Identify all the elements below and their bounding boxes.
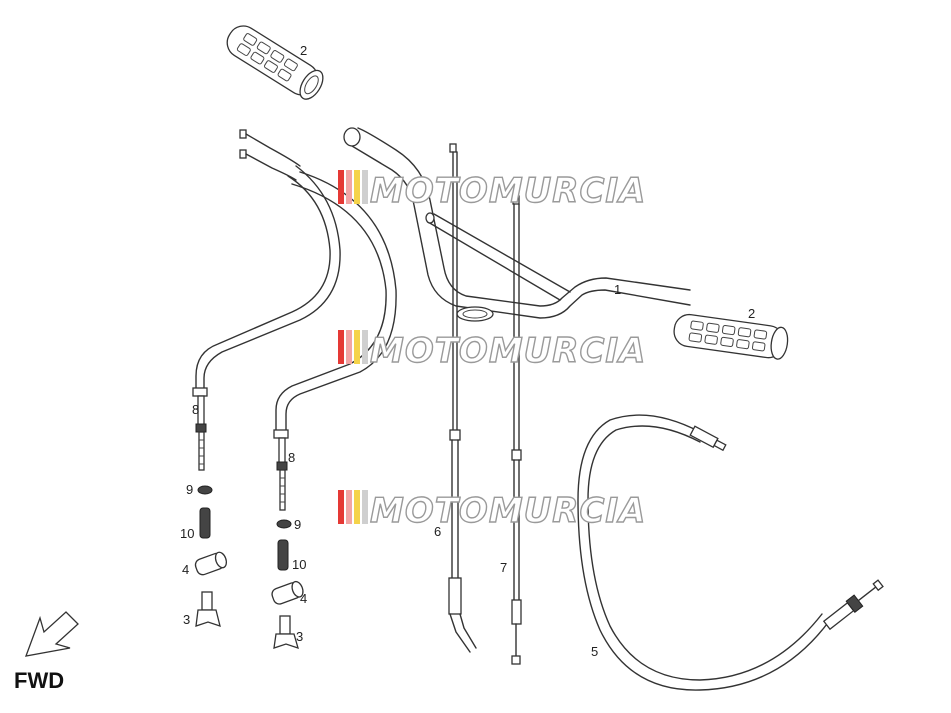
- label-cable-5: 5: [591, 644, 598, 659]
- label-nut-right: 9: [294, 517, 301, 532]
- label-cable-7: 7: [500, 560, 507, 575]
- cable-5: [577, 414, 884, 691]
- label-holder-right: 4: [300, 591, 307, 606]
- watermark-stripe: [362, 170, 368, 204]
- watermark-middle: MOTOMURCIA: [338, 330, 646, 372]
- adjuster-stack-left: [192, 387, 228, 627]
- watermark-bottom: MOTOMURCIA: [338, 490, 646, 532]
- cable-7: [511, 195, 522, 665]
- label-clip-right: 3: [296, 629, 303, 644]
- watermark-stripe: [338, 490, 344, 524]
- label-grip-top: 2: [300, 43, 307, 58]
- watermark-stripe: [362, 330, 368, 364]
- watermark-stripe: [346, 170, 352, 204]
- label-nut-left: 9: [186, 482, 193, 497]
- label-boot-right: 10: [292, 557, 306, 572]
- watermark-stripe: [354, 330, 360, 364]
- watermark-stripe: [354, 170, 360, 204]
- adjuster-stack-right: [271, 429, 304, 650]
- grip-top: [226, 25, 324, 100]
- watermark-top: MOTOMURCIA: [338, 170, 646, 212]
- watermark-stripe: [362, 490, 368, 524]
- forward-arrow-icon: [24, 611, 79, 657]
- watermark-text-bottom: MOTOMURCIA: [370, 491, 646, 531]
- watermark-stripe: [338, 330, 344, 364]
- direction-label: FWD: [14, 668, 64, 693]
- label-handlebar: 1: [614, 282, 621, 297]
- watermark-stripe: [346, 490, 352, 524]
- label-clip-left: 3: [183, 612, 190, 627]
- label-holder-left: 4: [182, 562, 189, 577]
- watermark-text-middle: MOTOMURCIA: [370, 331, 646, 371]
- watermark-text-top: MOTOMURCIA: [370, 171, 646, 211]
- watermark-stripe: [338, 170, 344, 204]
- cable-left-outer: [195, 129, 397, 431]
- cable-6: [448, 143, 477, 653]
- label-cable-6: 6: [434, 524, 441, 539]
- watermark-stripe: [346, 330, 352, 364]
- label-adjuster-left: 8: [192, 402, 199, 417]
- watermark-stripe: [354, 490, 360, 524]
- label-boot-left: 10: [180, 526, 194, 541]
- label-grip-right: 2: [748, 306, 755, 321]
- grip-right: [673, 313, 789, 360]
- label-adjuster-right: 8: [288, 450, 295, 465]
